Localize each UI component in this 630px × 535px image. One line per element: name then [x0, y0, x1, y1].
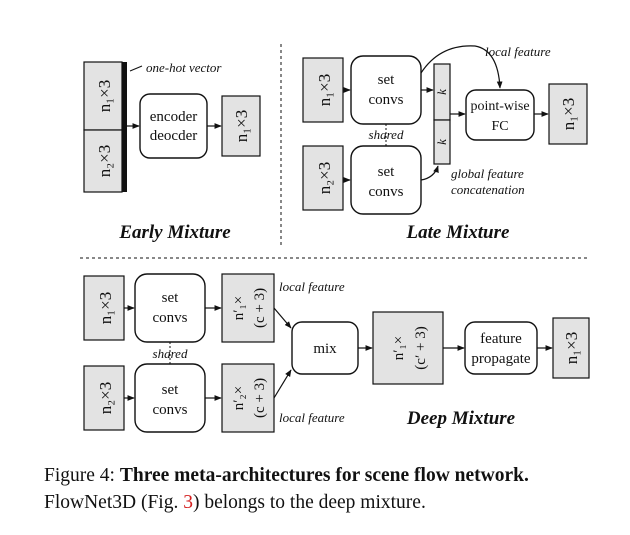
- mix-label: mix: [313, 341, 337, 357]
- deep-mixed-feature-block: [372, 311, 444, 385]
- global-feature-arrow: [420, 165, 439, 181]
- late-mixture-panel: n₁×3 n₂×3 set convs set convs shared k k…: [302, 44, 588, 243]
- early-input-block-2: [83, 129, 123, 193]
- caption-text-after-ref: ) belongs to the deep mixture.: [192, 492, 426, 513]
- deep-feature-2-line1: n′₂×: [231, 386, 247, 410]
- k-feature-block-bottom: [433, 119, 451, 165]
- late-shared-label: shared: [369, 127, 404, 142]
- deep-feature-2-line2: (c + 3): [252, 378, 268, 418]
- feature-propagate-line1: feature: [480, 331, 522, 347]
- early-output-label: n₁×3: [232, 110, 251, 143]
- deep-arrow-feat1-mix: [273, 307, 292, 329]
- late-input-block-1: [302, 57, 344, 123]
- pointwise-fc-line1: point-wise: [470, 99, 529, 114]
- deep-mixed-line2: (c′ + 3): [413, 326, 429, 369]
- deep-local-feature-label-top: local feature: [279, 279, 345, 294]
- deep-mixed-line1: n′₁×: [391, 336, 407, 360]
- k-label-bottom: k: [434, 139, 449, 145]
- one-hot-vector-label: one-hot vector: [146, 60, 222, 75]
- deep-setconv-box-2: [134, 363, 206, 433]
- global-feature-label-line1: global feature: [451, 166, 524, 181]
- deep-shared-label: shared: [153, 346, 188, 361]
- figure-label: Figure 4:: [44, 465, 115, 486]
- late-setconv-1-line1: set: [378, 72, 395, 88]
- global-feature-label-line2: concatenation: [451, 182, 525, 197]
- pointwise-fc-box: [465, 89, 535, 141]
- early-mixture-title: Early Mixture: [118, 222, 231, 243]
- deep-setconv-1-line2: convs: [153, 310, 188, 326]
- figure-reference-link[interactable]: 3: [183, 492, 193, 513]
- diagram-canvas: n₁×3 n₂×3 one-hot vector encoder deocder…: [80, 44, 590, 433]
- encoder-label-line2: deocder: [150, 128, 197, 144]
- one-hot-vector-strip: [122, 62, 127, 192]
- early-input-1-label: n₁×3: [95, 80, 114, 113]
- caption-text-before-ref: FlowNet3D (Fig.: [44, 492, 179, 513]
- late-input-block-2: [302, 145, 344, 211]
- late-output-label: n₁×3: [559, 98, 578, 131]
- late-input-2-label: n₂×3: [315, 162, 334, 195]
- deep-output-block: [552, 317, 590, 379]
- deep-setconv-2-line2: convs: [153, 402, 188, 418]
- deep-feature-block-2: [221, 363, 275, 433]
- local-feature-arrow: [420, 45, 503, 89]
- pointwise-fc-line2: FC: [491, 119, 508, 134]
- deep-setconv-1-line1: set: [162, 290, 179, 306]
- deep-feature-1-line1: n′₁×: [231, 296, 247, 320]
- deep-arrow-feat2-mix: [273, 369, 292, 399]
- deep-input-1-label: n₁×3: [96, 292, 115, 325]
- caption-bold-text: Three meta-architectures for scene flow …: [119, 465, 529, 486]
- deep-mixture-title: Deep Mixture: [406, 408, 516, 429]
- deep-mixture-panel: n₁×3 n₂×3 set convs set convs shared n′₁…: [83, 273, 590, 433]
- late-setconv-2-line2: convs: [369, 184, 404, 200]
- late-setconv-2-line1: set: [378, 164, 395, 180]
- late-setconv-box-2: [350, 145, 422, 215]
- k-label-top: k: [434, 89, 449, 95]
- figure-caption: Figure 4: Three meta-architectures for s…: [44, 462, 614, 516]
- deep-setconv-2-line1: set: [162, 382, 179, 398]
- deep-setconv-box-1: [134, 273, 206, 343]
- deep-output-label: n₁×3: [562, 332, 581, 365]
- early-mixture-panel: n₁×3 n₂×3 one-hot vector encoder deocder…: [83, 60, 261, 243]
- late-local-feature-label: local feature: [485, 44, 551, 59]
- late-input-1-label: n₁×3: [315, 74, 334, 107]
- deep-input-2-label: n₂×3: [96, 382, 115, 415]
- deep-input-block-2: [83, 365, 125, 431]
- deep-feature-1-line2: (c + 3): [252, 288, 268, 328]
- one-hot-pointer: [129, 65, 143, 72]
- deep-local-feature-label-bottom: local feature: [279, 410, 345, 425]
- encoder-label-line1: encoder: [150, 109, 197, 125]
- early-output-block: [221, 95, 261, 157]
- late-setconv-box-1: [350, 55, 422, 125]
- feature-propagate-line2: propagate: [471, 351, 530, 367]
- early-input-block-1: [83, 61, 123, 131]
- encoder-decoder-box: [139, 93, 208, 159]
- late-output-block: [548, 83, 588, 145]
- late-setconv-1-line2: convs: [369, 92, 404, 108]
- early-input-2-label: n₂×3: [95, 145, 114, 178]
- late-mixture-title: Late Mixture: [406, 222, 510, 243]
